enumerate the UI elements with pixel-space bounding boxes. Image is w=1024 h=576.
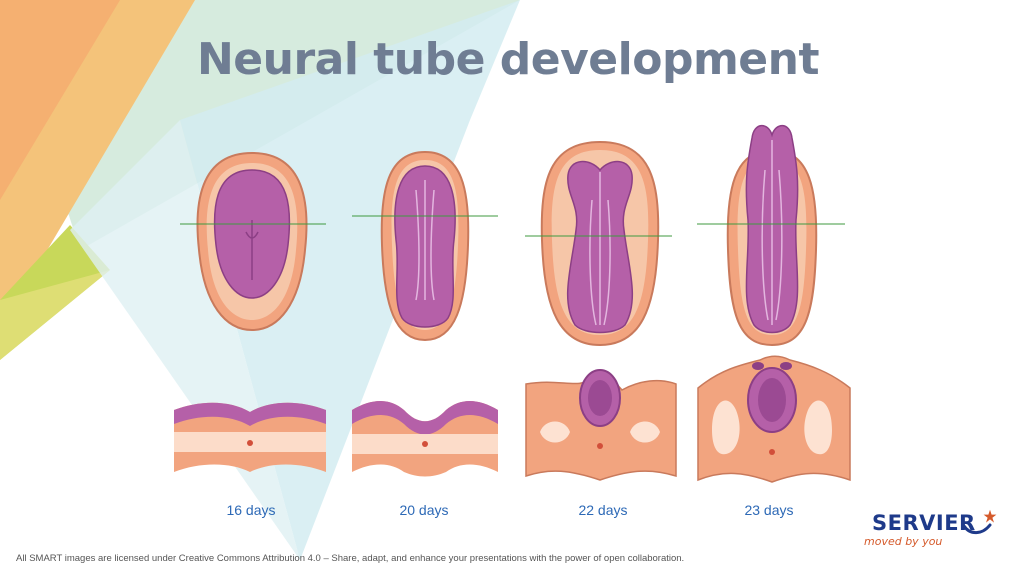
section-16-days xyxy=(174,402,326,472)
section-23-days xyxy=(697,355,851,483)
section-20-days xyxy=(352,401,498,477)
page-title: Neural tube development xyxy=(196,34,820,85)
stage-label-22-days: 22 days xyxy=(578,502,628,518)
license-footer: All SMART images are licensed under Crea… xyxy=(16,553,685,564)
embryo-20-days xyxy=(352,150,498,342)
logo-wordmark: SERVIER xyxy=(872,511,976,535)
embryo-22-days xyxy=(525,140,672,347)
stage-label-20-days: 20 days xyxy=(399,502,449,518)
smile-swoosh-icon xyxy=(962,523,992,535)
section-22-days xyxy=(525,369,677,481)
stage-label-23-days: 23 days xyxy=(744,502,794,518)
logo-tagline: moved by you xyxy=(864,535,943,548)
star-icon xyxy=(983,509,997,523)
stage-label-16-days: 16 days xyxy=(226,502,276,518)
embryo-16-days xyxy=(180,151,326,332)
servier-logo: SERVIER moved by you xyxy=(864,509,1004,551)
embryo-23-days xyxy=(697,124,845,347)
